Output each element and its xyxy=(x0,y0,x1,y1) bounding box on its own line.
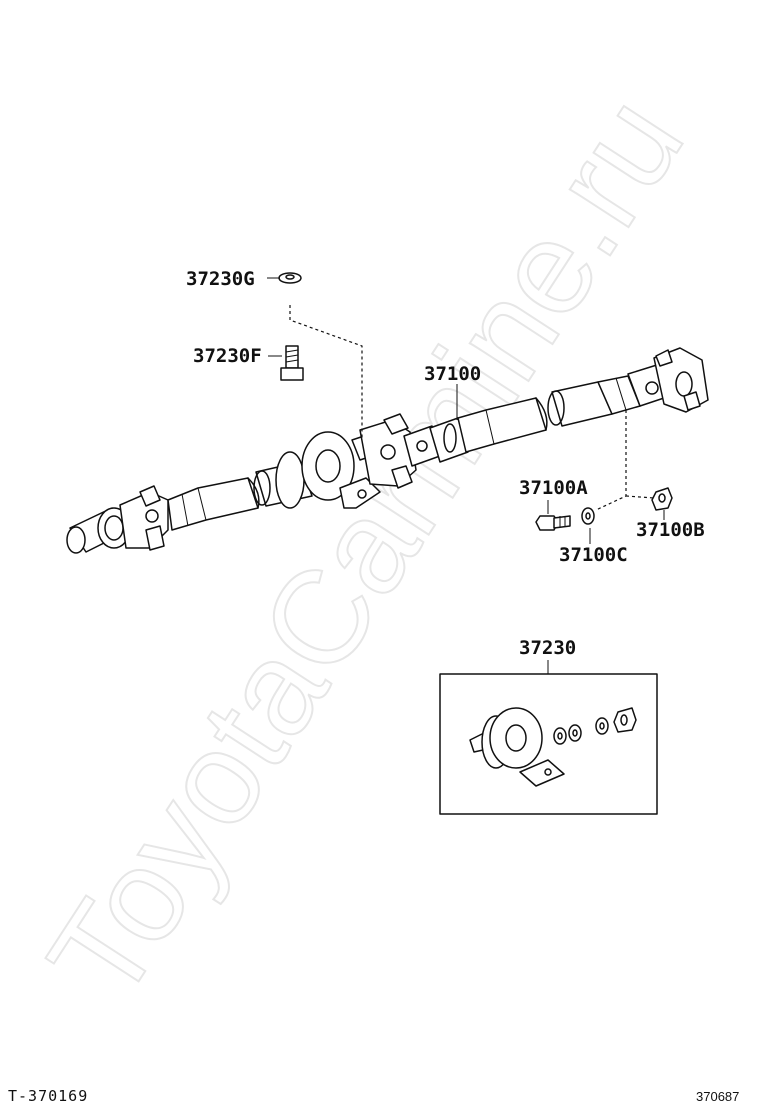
washer-37100c[interactable] xyxy=(581,507,595,525)
rear-flange-yoke xyxy=(627,347,709,413)
slip-joint xyxy=(429,397,548,463)
middle-universal-joint xyxy=(359,413,441,489)
part-label-37100c: 37100C xyxy=(559,544,628,566)
part-label-37100a: 37100A xyxy=(519,477,588,499)
propeller-shaft-assembly[interactable] xyxy=(66,347,709,554)
center-bearing-kit-washers xyxy=(553,717,609,745)
part-label-37230: 37230 xyxy=(519,637,576,659)
center-bearing-kit-box[interactable] xyxy=(439,673,658,815)
center-bearing-kit-bearing xyxy=(469,707,565,787)
part-label-37230g: 37230G xyxy=(186,268,255,290)
center-bearing-kit-nut xyxy=(613,707,637,733)
washer-37230g[interactable] xyxy=(278,272,302,284)
bolt-37230f[interactable] xyxy=(280,345,304,381)
dashed-leaders xyxy=(289,305,655,511)
part-label-37230f: 37230F xyxy=(193,345,262,367)
part-label-37100b: 37100B xyxy=(636,519,705,541)
bolt-37100a[interactable] xyxy=(535,515,571,531)
diagram-code: T-370169 xyxy=(8,1087,88,1105)
front-tube xyxy=(167,477,260,531)
front-spline-yoke xyxy=(66,485,169,554)
center-bearing-support xyxy=(275,431,381,509)
nut-37100b[interactable] xyxy=(651,487,673,511)
solid-leaders xyxy=(267,277,665,674)
part-label-37100: 37100 xyxy=(424,363,481,385)
image-id: 370687 xyxy=(696,1089,739,1104)
